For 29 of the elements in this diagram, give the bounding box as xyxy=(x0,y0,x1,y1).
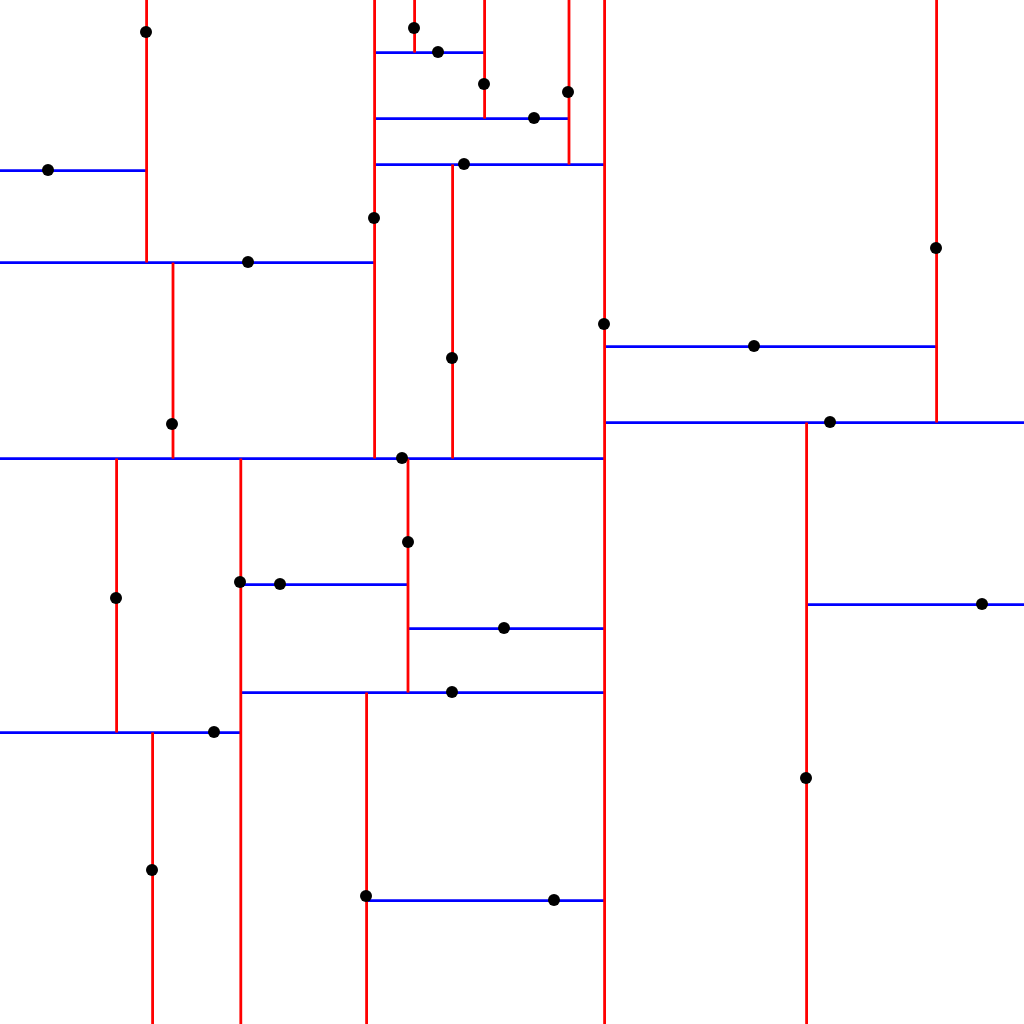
data-point xyxy=(446,352,458,364)
data-point xyxy=(407,22,420,34)
data-point xyxy=(929,242,942,254)
data-point xyxy=(824,416,836,428)
data-point xyxy=(273,577,286,590)
data-point xyxy=(41,164,54,176)
data-point xyxy=(477,78,490,90)
data-point xyxy=(457,158,470,170)
data-point xyxy=(562,86,574,98)
data-point xyxy=(976,598,988,610)
data-point xyxy=(431,46,444,58)
data-point xyxy=(242,256,254,268)
data-point xyxy=(497,621,510,634)
data-point xyxy=(233,575,246,588)
data-point xyxy=(139,26,152,38)
data-point xyxy=(207,725,220,738)
data-point xyxy=(395,452,408,464)
data-point xyxy=(747,340,760,352)
data-point xyxy=(146,864,158,876)
data-point xyxy=(799,772,812,784)
data-point xyxy=(359,889,372,902)
data-point xyxy=(446,685,458,698)
data-point xyxy=(547,894,560,906)
data-point xyxy=(165,418,178,430)
data-point xyxy=(597,318,610,330)
data-point xyxy=(367,212,380,224)
data-point xyxy=(401,535,414,548)
data-point xyxy=(527,112,540,124)
data-point xyxy=(109,591,122,604)
